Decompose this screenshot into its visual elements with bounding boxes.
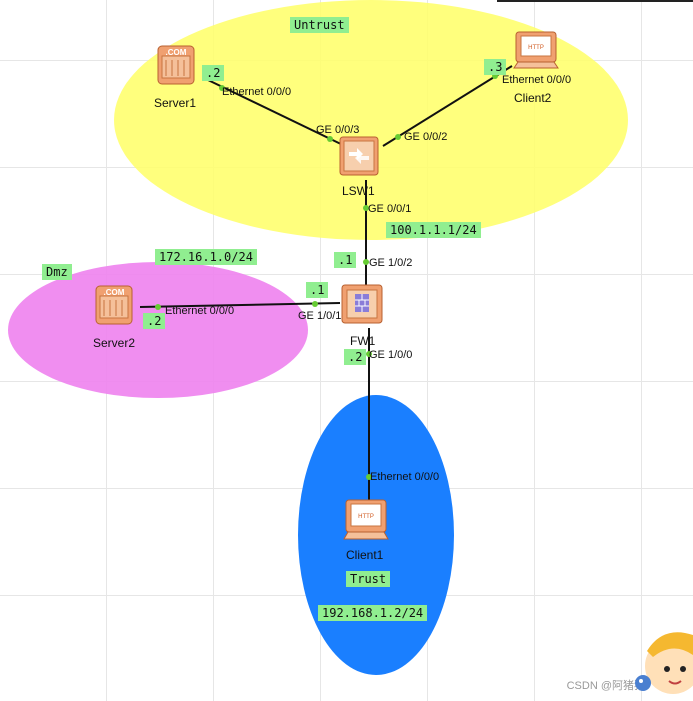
mascot-avatar-icon xyxy=(635,632,693,694)
server1-icon[interactable]: .COM xyxy=(154,42,200,88)
svg-text:HTTP: HTTP xyxy=(528,45,544,51)
client2-icon[interactable]: HTTP xyxy=(510,30,562,70)
client2-host-addr: .3 xyxy=(484,59,507,75)
untrust-zone-label: Untrust xyxy=(290,17,349,33)
fw-trust-host-addr: .2 xyxy=(344,349,367,365)
untrust-network-addr: 100.1.1.1/24 xyxy=(386,222,481,238)
port-label-client1-eth: Ethernet 0/0/0 xyxy=(370,471,440,483)
link-client2-lsw1[interactable] xyxy=(382,65,513,147)
port-dot xyxy=(366,351,372,357)
server1-host-addr: .2 xyxy=(202,65,225,81)
link-server1-lsw1[interactable] xyxy=(207,79,346,147)
server1-label: Server1 xyxy=(154,96,197,110)
svg-text:.COM: .COM xyxy=(166,48,187,57)
client1-icon[interactable]: HTTP xyxy=(340,498,392,542)
port-label-lsw-ge001: GE 0/0/1 xyxy=(368,203,412,215)
lsw1-icon[interactable] xyxy=(337,134,383,180)
csdn-watermark: CSDN @阿猪猪 xyxy=(566,680,645,692)
fw-untrust-host-addr: .1 xyxy=(334,252,357,268)
fw-dmz-host-addr: .1 xyxy=(306,282,329,298)
dmz-network-addr: 172.16.1.0/24 xyxy=(155,249,257,265)
port-dot xyxy=(155,304,161,310)
port-label-lsw-ge003: GE 0/0/3 xyxy=(316,124,360,136)
port-dot xyxy=(363,205,369,211)
port-label-server2-eth: Ethernet 0/0/0 xyxy=(165,305,235,317)
port-dot xyxy=(327,136,333,142)
fw1-label: FW1 xyxy=(350,334,376,348)
link-server2-fw1[interactable] xyxy=(139,302,341,308)
svg-text:HTTP: HTTP xyxy=(358,514,374,520)
top-edge-bar xyxy=(497,0,693,2)
server2-host-addr: .2 xyxy=(143,313,166,329)
port-label-fw-ge101: GE 1/0/1 xyxy=(298,310,342,322)
svg-text:.COM: .COM xyxy=(104,288,125,297)
port-label-fw-ge102: GE 1/0/2 xyxy=(369,257,413,269)
server2-label: Server2 xyxy=(93,336,136,350)
port-label-client2-eth: Ethernet 0/0/0 xyxy=(502,74,572,86)
port-dot xyxy=(366,474,372,480)
trust-zone-label: Trust xyxy=(346,571,391,587)
dmz-zone[interactable] xyxy=(8,262,308,398)
port-dot xyxy=(312,301,318,307)
fw1-icon[interactable] xyxy=(339,282,387,328)
port-dot xyxy=(363,259,369,265)
port-label-fw-ge100: GE 1/0/0 xyxy=(369,349,413,361)
port-dot xyxy=(395,134,401,140)
trust-network-addr: 192.168.1.2/24 xyxy=(318,605,428,621)
port-dot xyxy=(219,85,225,91)
client2-label: Client2 xyxy=(514,91,552,105)
client1-label: Client1 xyxy=(346,548,384,562)
dmz-zone-label: Dmz xyxy=(42,264,72,280)
server2-icon[interactable]: .COM xyxy=(92,282,138,328)
port-label-server1-eth: Ethernet 0/0/0 xyxy=(222,86,292,98)
lsw1-label: LSW1 xyxy=(342,184,375,198)
port-label-lsw-ge002: GE 0/0/2 xyxy=(404,131,448,143)
